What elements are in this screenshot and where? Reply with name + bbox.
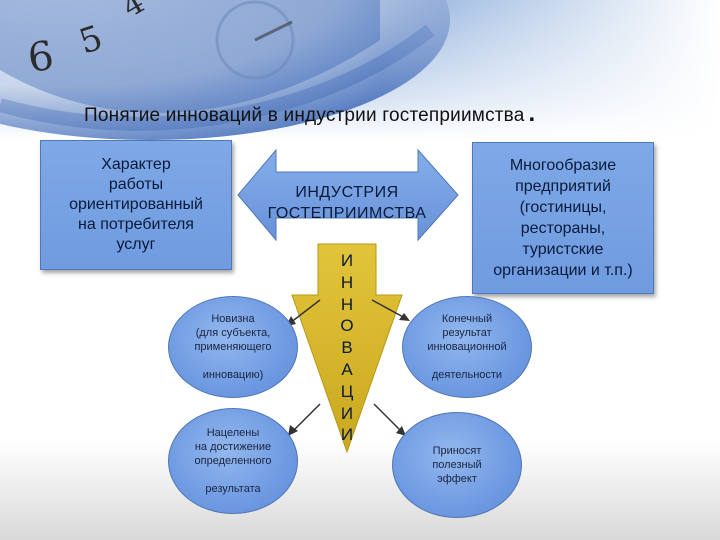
ellipse-final: Конечный результат инновационной деятель… [402,296,532,398]
page-title-text: Понятие инноваций в индустрии гостеприим… [84,105,525,126]
vertical-label: И Н Н О В А Ц И И [340,251,354,445]
double-arrow [237,148,459,242]
right-box: Многообразие предприятий (гостиницы, рес… [472,142,654,294]
vertical-arrow [291,243,403,454]
ellipse-target: Нацелены на достижение определенного рез… [168,408,298,514]
title-dot: . [528,100,536,127]
bg-digit-6: 6 [25,33,57,82]
ellipse-novelty: Новизна (для субъекта, применяющего инно… [168,296,298,398]
page-title: Понятие инноваций в индустрии гостеприим… [84,100,684,128]
ellipse-benefit: Приносят полезный эффект [392,412,522,518]
arrow-label: ИНДУСТРИЯ ГОСТЕПРИИМСТВА [267,184,427,222]
left-box: Характер работы ориентированный на потре… [40,140,232,270]
